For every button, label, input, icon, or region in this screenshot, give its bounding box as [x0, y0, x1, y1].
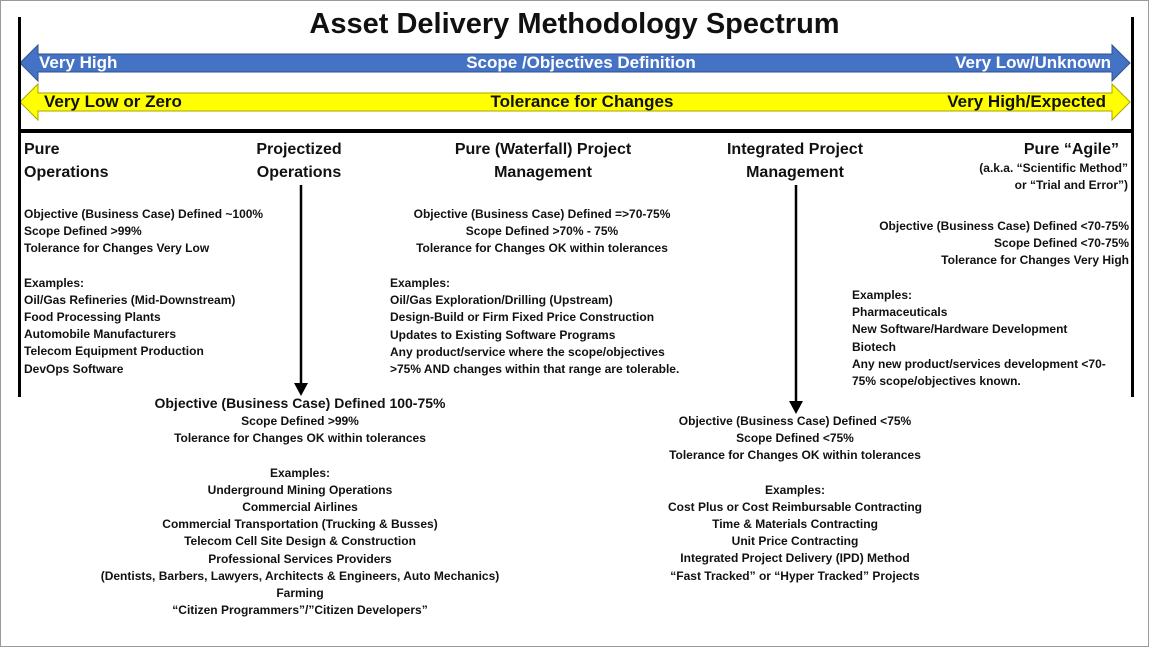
criteria-line: Scope Defined >99% [241, 414, 359, 429]
agile-examples: Examples: Pharmaceuticals New Software/H… [852, 287, 1106, 390]
list-item: Oil/Gas Refineries (Mid-Downstream) [24, 292, 236, 307]
list-item: Farming [276, 586, 324, 601]
list-item: Any product/service where the scope/obje… [390, 344, 665, 359]
list-item: Oil/Gas Exploration/Drilling (Upstream) [390, 293, 613, 308]
page-title: Asset Delivery Methodology Spectrum [309, 8, 840, 40]
criteria-line: Scope Defined <70-75% [993, 236, 1129, 251]
criteria-line: Scope Defined >99% [24, 224, 142, 239]
list-item: DevOps Software [24, 361, 124, 376]
list-item: Commercial Airlines [242, 500, 358, 515]
examples-label: Examples: [852, 288, 913, 302]
list-item: Design-Build or Firm Fixed Price Constru… [390, 310, 655, 325]
tolerance-center-label: Tolerance for Changes [490, 92, 674, 111]
criteria-line: Tolerance for Changes OK within toleranc… [669, 448, 921, 463]
scope-left-label: Very High [39, 53, 118, 72]
list-item: Biotech [852, 339, 897, 354]
tolerance-right-label: Very High/Expected [947, 92, 1106, 111]
waterfall-title: Pure (Waterfall) Project Management [454, 141, 632, 181]
criteria-line: Objective (Business Case) Defined <70-75… [879, 219, 1129, 233]
criteria-line: Objective (Business Case) Defined <75% [678, 414, 912, 428]
criteria-line: Tolerance for Changes OK within toleranc… [174, 431, 426, 446]
integrated-down-arrow [789, 185, 803, 414]
projectized-operations-details: Objective (Business Case) Defined 100-75… [70, 395, 530, 619]
criteria-line: Objective (Business Case) Defined 100-75… [154, 395, 446, 411]
left-boundary-line [18, 17, 21, 397]
agile-aka: (a.k.a. “Scientific Method” or “Trial an… [979, 161, 1128, 192]
criteria-line: Tolerance for Changes OK within toleranc… [416, 241, 668, 256]
list-item: Telecom Cell Site Design & Construction [184, 534, 416, 549]
list-item: Food Processing Plants [24, 310, 161, 325]
pure-operations-details: Objective (Business Case) Defined ~100% … [24, 206, 263, 378]
agile-title: Pure “Agile” [1023, 141, 1119, 158]
list-item: Cost Plus or Cost Reimbursable Contracti… [667, 499, 923, 514]
integrated-details: Objective (Business Case) Defined <75% S… [620, 413, 970, 585]
list-item: >75% AND changes within that range are t… [390, 362, 680, 377]
divider-line [19, 129, 1133, 133]
waterfall-examples: Examples: Oil/Gas Exploration/Drilling (… [390, 275, 679, 378]
agile-criteria: Objective (Business Case) Defined <70-75… [879, 218, 1129, 270]
examples-label: Examples: [269, 465, 331, 480]
criteria-line: Scope Defined <75% [736, 431, 854, 446]
list-item: Pharmaceuticals [852, 305, 948, 320]
criteria-line: Tolerance for Changes Very High [941, 253, 1129, 268]
tolerance-for-changes-arrow [19, 82, 1131, 122]
list-item: Integrated Project Delivery (IPD) Method [680, 551, 910, 566]
criteria-line: Tolerance for Changes Very Low [24, 241, 210, 256]
pure-operations-title: Pure Operations [24, 141, 109, 181]
list-item: Telecom Equipment Production [24, 344, 204, 359]
examples-label: Examples: [24, 275, 85, 290]
projectized-down-arrow [294, 185, 308, 396]
waterfall-criteria: Objective (Business Case) Defined =>70-7… [372, 206, 712, 258]
list-item: Updates to Existing Software Programs [390, 327, 616, 342]
list-item: New Software/Hardware Development [852, 322, 1068, 337]
tolerance-left-label: Very Low or Zero [44, 92, 182, 111]
scope-center-label: Scope /Objectives Definition [466, 53, 696, 72]
list-item: “Citizen Programmers”/”Citizen Developer… [172, 603, 428, 618]
criteria-line: Objective (Business Case) Defined ~100% [24, 207, 264, 221]
list-item: Professional Services Providers [208, 551, 392, 566]
integrated-title: Integrated Project Management [726, 141, 864, 181]
scope-right-label: Very Low/Unknown [955, 53, 1111, 72]
projectized-operations-title: Projectized Operations [256, 141, 342, 181]
list-item: Unit Price Contracting [731, 534, 859, 549]
list-item: Commercial Transportation (Trucking & Bu… [162, 517, 438, 532]
right-boundary-line [1131, 17, 1134, 397]
criteria-line: Objective (Business Case) Defined =>70-7… [413, 207, 671, 221]
examples-label: Examples: [764, 482, 826, 497]
list-item: 75% scope/objectives known. [852, 374, 1021, 389]
list-item: Automobile Manufacturers [24, 327, 177, 342]
list-item: (Dentists, Barbers, Lawyers, Architects … [100, 568, 500, 583]
scope-definition-arrow [19, 43, 1131, 83]
list-item: Any new product/services development <70… [852, 356, 1106, 371]
list-item: Underground Mining Operations [207, 482, 393, 497]
list-item: “Fast Tracked” or “Hyper Tracked” Projec… [670, 568, 920, 583]
spectrum-arrows [19, 43, 1131, 122]
list-item: Time & Materials Contracting [712, 517, 878, 532]
criteria-line: Scope Defined >70% - 75% [465, 224, 619, 239]
examples-label: Examples: [390, 276, 451, 290]
